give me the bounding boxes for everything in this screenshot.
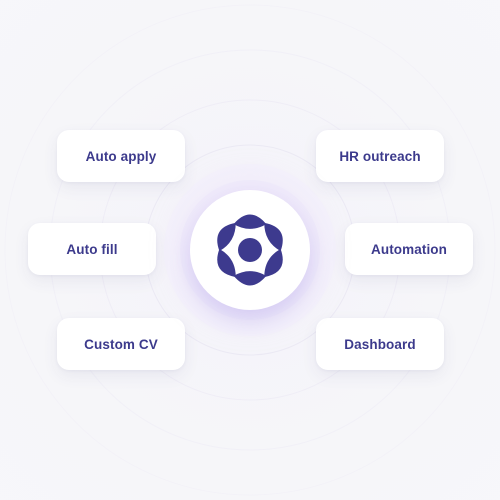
logo-petal [217,248,236,278]
logo-center-dot [238,238,262,262]
feature-chip-label: Dashboard [344,336,416,352]
brand-logo-icon [217,214,283,286]
feature-chip-dashboard[interactable]: Dashboard [316,318,444,370]
logo-petal [233,271,267,286]
feature-chip-label: Auto fill [66,241,118,257]
feature-chip-label: HR outreach [339,148,421,164]
logo-petal [264,222,283,252]
feature-chip-custom-cv[interactable]: Custom CV [57,318,185,370]
logo-petal [217,222,236,252]
feature-chip-label: Automation [371,241,447,257]
feature-chip-automation[interactable]: Automation [345,223,473,275]
logo-petal [264,248,283,278]
feature-chip-label: Auto apply [85,148,157,164]
feature-chip-auto-fill[interactable]: Auto fill [28,223,156,275]
brand-logo [190,190,310,310]
feature-chip-label: Custom CV [84,336,158,352]
feature-chip-auto-apply[interactable]: Auto apply [57,130,185,182]
logo-petal [233,214,267,229]
feature-chip-hr-outreach[interactable]: HR outreach [316,130,444,182]
